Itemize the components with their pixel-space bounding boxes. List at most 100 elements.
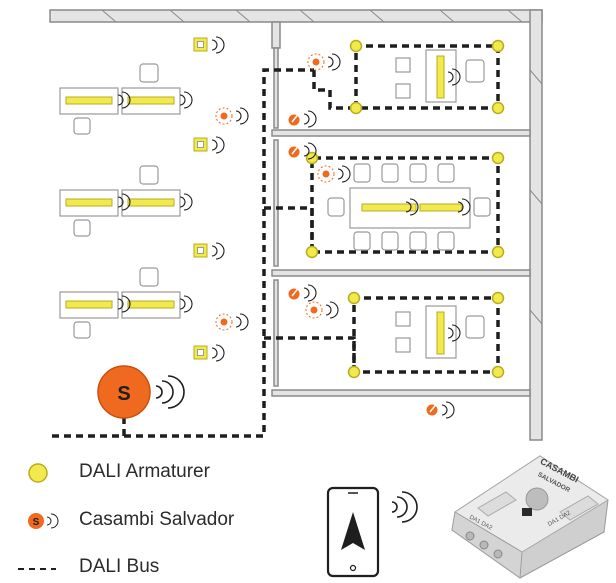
stool: [395, 311, 411, 327]
chair: [409, 163, 427, 183]
luminaire-node: [491, 245, 505, 259]
wireless-icons: [117, 36, 471, 419]
chair: [381, 231, 399, 251]
salvador-node: S: [97, 365, 185, 419]
luminaire-node: [491, 365, 505, 379]
luminaire-node: [491, 101, 505, 115]
partition-top: [271, 21, 281, 49]
luminaire-node: [491, 291, 505, 305]
room-divider-1: [271, 129, 531, 137]
wireless-icon: [337, 165, 351, 183]
switches: [288, 111, 439, 416]
stool: [395, 337, 411, 353]
wall-panel-icon: [193, 37, 208, 52]
luminaire-node: [349, 101, 363, 115]
bus-segment-corridor: [124, 68, 314, 438]
sensor-icon: [317, 165, 335, 183]
wireless-icon: [117, 193, 131, 211]
corridor-wall-2: [273, 139, 279, 267]
luminaire-node: [349, 39, 363, 53]
legend-salvador-badge: S: [33, 517, 40, 528]
switch-icon: [426, 401, 439, 416]
switch-icon: [288, 285, 301, 300]
chair: [437, 231, 455, 251]
luminaire-node: [305, 245, 319, 259]
wireless-icon: [303, 142, 317, 160]
desk-luminaires: [65, 96, 175, 309]
wireless-icon: [179, 91, 193, 109]
bus-segment-room2-feed: [264, 206, 314, 252]
chair: [139, 165, 159, 185]
switch-icon: [288, 111, 301, 126]
top-wall: [49, 9, 543, 23]
chair: [381, 163, 399, 183]
wireless-icon: [155, 375, 185, 409]
wireless-icon: [447, 68, 461, 86]
wireless-icon: [117, 295, 131, 313]
chair: [353, 231, 371, 251]
wireless-icon: [179, 193, 193, 211]
room-divider-2: [271, 269, 531, 277]
wireless-icon: [211, 136, 225, 154]
luminaire-node: [491, 151, 505, 165]
wireless-icon: [441, 401, 455, 419]
luminaire-node: [347, 365, 361, 379]
wireless-icon: [211, 36, 225, 54]
salvador-icon: [97, 365, 151, 419]
wireless-icon: [211, 344, 225, 362]
stool: [395, 57, 411, 73]
corridor-wall-3: [273, 279, 279, 387]
wireless-icon: [179, 295, 193, 313]
wireless-icon: [405, 198, 419, 216]
sensors: [215, 53, 335, 331]
legend-symbols: S: [18, 463, 59, 570]
legend-bus-label: DALI Bus: [79, 556, 160, 577]
window-marks: [101, 9, 543, 325]
wall-panel-icon: [193, 137, 208, 152]
wireless-icon: [303, 110, 317, 128]
nfc-icon: [522, 508, 532, 516]
wall-panel-icon: [193, 345, 208, 360]
chair: [73, 219, 91, 237]
switch-icon: [288, 143, 301, 158]
sensor-icon: [215, 107, 233, 125]
chair: [473, 197, 491, 217]
chair: [73, 321, 91, 339]
luminaire-node: [491, 39, 505, 53]
wall-panels: [193, 37, 208, 360]
legend-luminaire-label: DALI Armaturer: [79, 461, 210, 482]
wireless-icon: [235, 107, 249, 125]
stool: [395, 83, 411, 99]
chair: [327, 197, 345, 217]
luminaire-node: [347, 291, 361, 305]
chair: [465, 59, 485, 83]
wireless-icon: [235, 313, 249, 331]
legend-luminaire-icon: [28, 463, 48, 483]
chair: [437, 163, 455, 183]
salvador-device: CASAMBI SALVADOR DA1 DA2 DA1 DA2: [451, 455, 609, 579]
right-wall: [529, 9, 543, 441]
wireless-icon: [303, 284, 317, 302]
room-luminaires: [361, 55, 463, 355]
chair: [73, 117, 91, 135]
chair: [139, 63, 159, 83]
wireless-icon: [117, 91, 131, 109]
bus-segment-room3-feed: [264, 336, 356, 372]
wireless-icon: [211, 242, 225, 260]
casambi-app-icon: [341, 512, 365, 550]
chair: [139, 267, 159, 287]
chair: [409, 231, 427, 251]
device-button: [525, 487, 549, 511]
smartphone-icon: [326, 486, 418, 578]
salvador-badge-label: S: [117, 383, 130, 405]
wireless-icon: [447, 324, 461, 342]
sensor-icon: [305, 301, 323, 319]
wireless-icon: [325, 301, 339, 319]
bus-segment-room1-feed: [312, 70, 356, 110]
sensor-icon: [307, 53, 325, 71]
legend-salvador-label: Casambi Salvador: [79, 509, 235, 530]
wireless-icon: [327, 53, 341, 71]
room-divider-3: [271, 389, 531, 397]
legend-salvador-icon: [28, 513, 44, 529]
